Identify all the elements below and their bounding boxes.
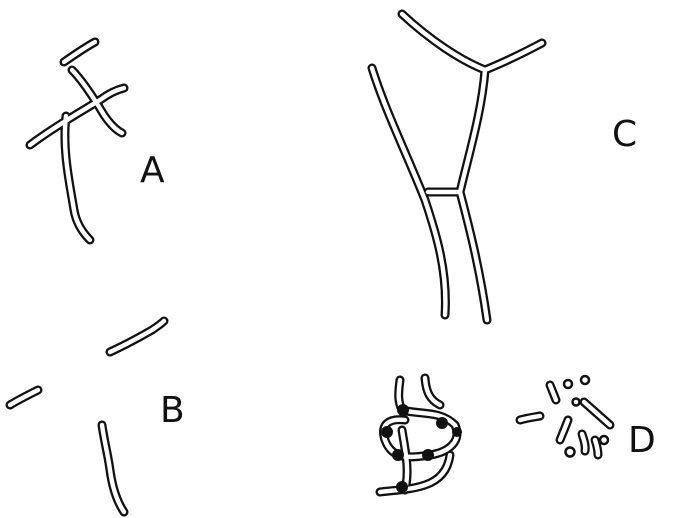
- panel-d: D: [380, 376, 656, 493]
- fragments-b: [10, 321, 164, 512]
- panel-b: B: [10, 321, 185, 512]
- scattered-fragments-d: [520, 376, 610, 457]
- panel-label-c: C: [612, 114, 637, 155]
- panel-label-a: A: [140, 150, 165, 191]
- panel-a: A: [30, 42, 165, 240]
- panel-label-d: D: [628, 420, 656, 461]
- hypha-c: [372, 14, 542, 320]
- coil-cluster-d: [380, 378, 462, 493]
- panel-label-b: B: [160, 390, 185, 431]
- hypha-a: [30, 42, 124, 240]
- panel-c: C: [372, 14, 637, 320]
